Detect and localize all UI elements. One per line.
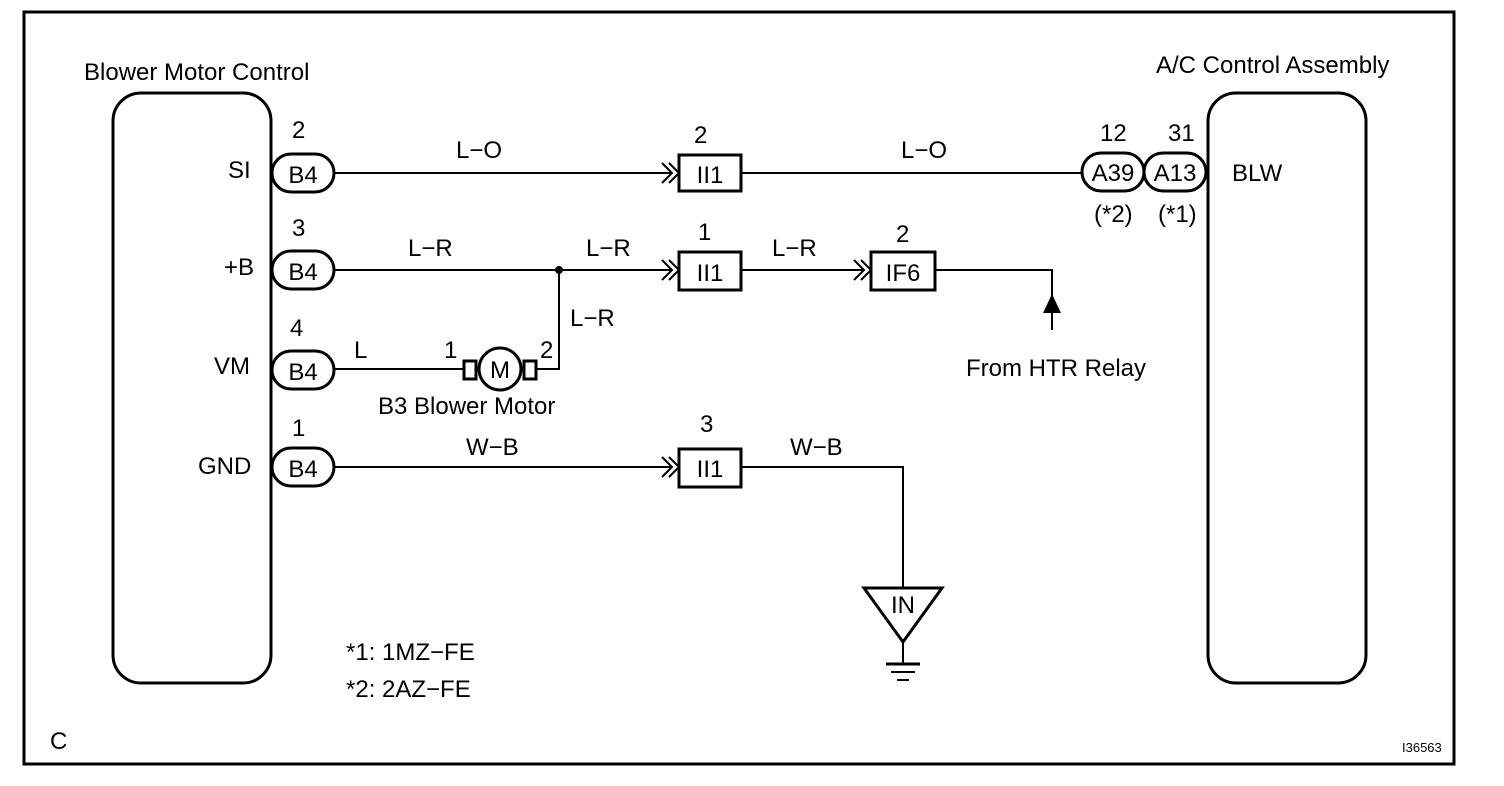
pin-number-vm: 4 [290,315,303,342]
junction-pin-si: 2 [694,122,707,149]
junction-label-ii1-b: II1 [697,260,724,287]
junction-label-if6: IF6 [886,260,921,287]
wire-label-si-left: L−O [456,137,502,164]
corner-label: C [50,728,67,755]
wire-label-b-right: L−R [772,235,817,262]
motor-symbol: M [490,357,510,384]
wire-label-gnd-left: W−B [466,434,519,461]
terminal-blw: BLW [1232,160,1283,187]
connector-label-b4-gnd: B4 [288,456,317,483]
junction-label-ii1-si: II1 [697,162,724,189]
connector-label-b4-vm: B4 [288,359,317,386]
connector-label-a13: A13 [1154,160,1197,187]
htr-relay-arrow-icon [1043,294,1061,313]
motor-pin-left: 1 [444,337,457,364]
motor-terminal-right [522,359,538,381]
ground-point-label: IN [891,592,915,619]
motor-pin-right: 2 [540,337,553,364]
wire-b-down [537,270,560,370]
junction-pin-if6: 2 [896,221,909,248]
ac-control-assembly-box [1206,91,1368,685]
pin-name-b: +B [224,254,254,281]
connector-note-a39: (*2) [1094,201,1133,228]
pin-number-a39: 12 [1100,120,1127,147]
note-1: *1: 1MZ−FE [346,639,475,666]
junction-pin-b: 1 [698,219,711,246]
blower-motor-control-box [111,91,273,685]
connector-label-b4-b: B4 [288,259,317,286]
ground-point-icon [861,586,945,645]
from-htr-relay-label: From HTR Relay [966,355,1146,382]
junction-pin-gnd: 3 [700,411,713,438]
diagram-frame [22,10,1456,766]
pin-number-b: 3 [292,215,305,242]
motor-icon [477,346,523,392]
ac-control-assembly-title: A/C Control Assembly [1156,52,1389,79]
junction-label-ii1-gnd: II1 [697,456,724,483]
pin-name-si: SI [228,157,251,184]
figure-id: I36563 [1402,740,1442,755]
pin-name-gnd: GND [198,453,251,480]
pin-name-vm: VM [214,353,250,380]
pin-number-a13: 31 [1168,120,1195,147]
wire-to-htr-relay [935,269,1053,330]
note-2: *2: 2AZ−FE [346,676,471,703]
motor-label: B3 Blower Motor [378,393,555,420]
connector-label-b4-si: B4 [288,162,317,189]
wire-label-b-left: L−R [408,235,453,262]
wire-label-vm: L [354,337,367,364]
wire-label-b-down: L−R [570,305,615,332]
blower-motor-control-title: Blower Motor Control [84,59,309,86]
pin-number-si: 2 [292,117,305,144]
connector-a13 [1142,151,1208,193]
connector-note-a13: (*1) [1158,201,1197,228]
wire-label-si-right: L−O [901,137,947,164]
wire-gnd-right [741,466,904,588]
motor-terminal-left [462,359,478,381]
pin-number-gnd: 1 [292,415,305,442]
wire-label-gnd-right: W−B [790,434,843,461]
wire-label-b-mid: L−R [586,235,631,262]
connector-label-a39: A39 [1092,160,1135,187]
